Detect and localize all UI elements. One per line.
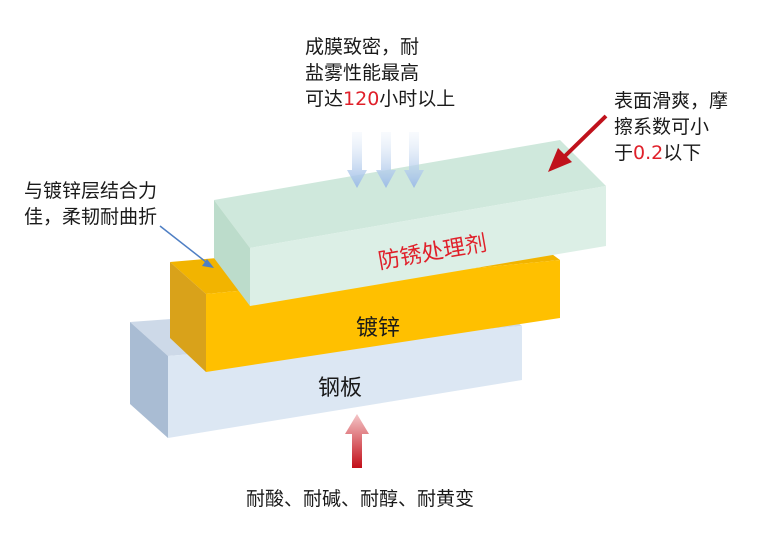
top-annotation-post: 小时以上 [379, 88, 456, 110]
coating-side-face [214, 200, 250, 306]
right-annotation-line3: 于0.2以下 [614, 140, 701, 166]
right-annotation-line1: 表面滑爽，摩 [614, 90, 729, 112]
left-annotation-line2: 佳，柔韧耐曲折 [24, 206, 158, 228]
coating-layer [214, 140, 606, 306]
up-arrow [345, 414, 369, 468]
pointer-arrow-icon [202, 259, 214, 268]
friction-coefficient: 0.2 [633, 142, 664, 164]
steel-side-face [130, 322, 168, 438]
up-arrow-icon [345, 414, 369, 468]
diagonal-arrow-icon [548, 148, 572, 172]
bottom-annotation: 耐酸、耐碱、耐醇、耐黄变 [246, 488, 475, 510]
top-annotation-line3: 可达120小时以上 [305, 86, 455, 112]
top-annotation-pre: 可达 [305, 88, 344, 110]
coating-front-face [250, 186, 606, 306]
zinc-layer-label: 镀锌 [356, 316, 401, 341]
salt-spray-hours: 120 [343, 88, 380, 110]
left-pointer [159, 225, 214, 268]
right-annotation-post: 以下 [663, 142, 702, 164]
top-annotation-line1: 成膜致密，耐 [305, 36, 420, 58]
right-annotation-line2: 擦系数可小 [614, 116, 710, 138]
zinc-side-face [170, 262, 206, 372]
right-annotation-pre: 于 [614, 142, 634, 164]
down-arrow-icon [347, 132, 367, 188]
down-arrows [347, 132, 424, 188]
left-annotation-line1: 与镀锌层结合力 [24, 180, 158, 202]
down-arrow-icon [376, 132, 396, 188]
right-arrow [548, 114, 608, 172]
steel-layer-label: 钢板 [318, 376, 363, 401]
coating-top-face [214, 140, 606, 248]
down-arrow-icon [404, 132, 424, 188]
top-annotation-line2: 盐雾性能最高 [305, 62, 420, 84]
